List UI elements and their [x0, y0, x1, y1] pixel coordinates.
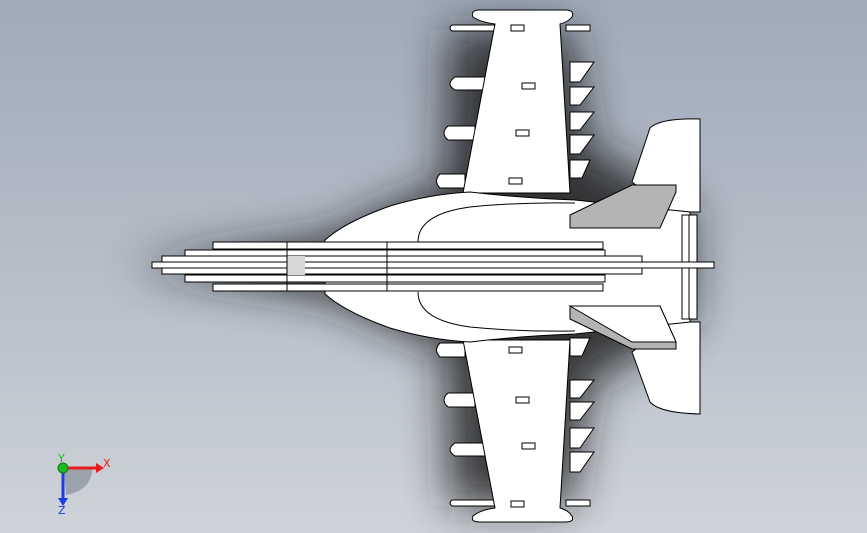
z-axis-head — [58, 498, 68, 506]
upper-intake-line — [417, 202, 576, 243]
aircraft-model[interactable] — [151, 9, 715, 523]
coordinate-triad: X Y Z — [57, 452, 111, 517]
y-axis-label: Y — [57, 452, 65, 465]
lower-wing-stores — [436, 337, 596, 507]
lower-intake-line — [417, 291, 576, 332]
upper-wing-panels — [508, 24, 536, 185]
x-axis-head — [96, 463, 104, 473]
upper-wing-stores — [436, 24, 596, 189]
lower-wing[interactable] — [462, 339, 574, 523]
nose-assembly[interactable] — [151, 241, 715, 292]
y-axis-origin — [57, 462, 69, 474]
nose-shade — [287, 256, 305, 275]
triad-shadow — [64, 468, 92, 495]
upper-stabilizer[interactable] — [569, 184, 677, 229]
lower-wing-panels — [508, 346, 536, 508]
z-axis-label: Z — [58, 504, 66, 517]
x-axis-label: X — [103, 457, 111, 470]
upper-wing[interactable] — [462, 9, 574, 194]
